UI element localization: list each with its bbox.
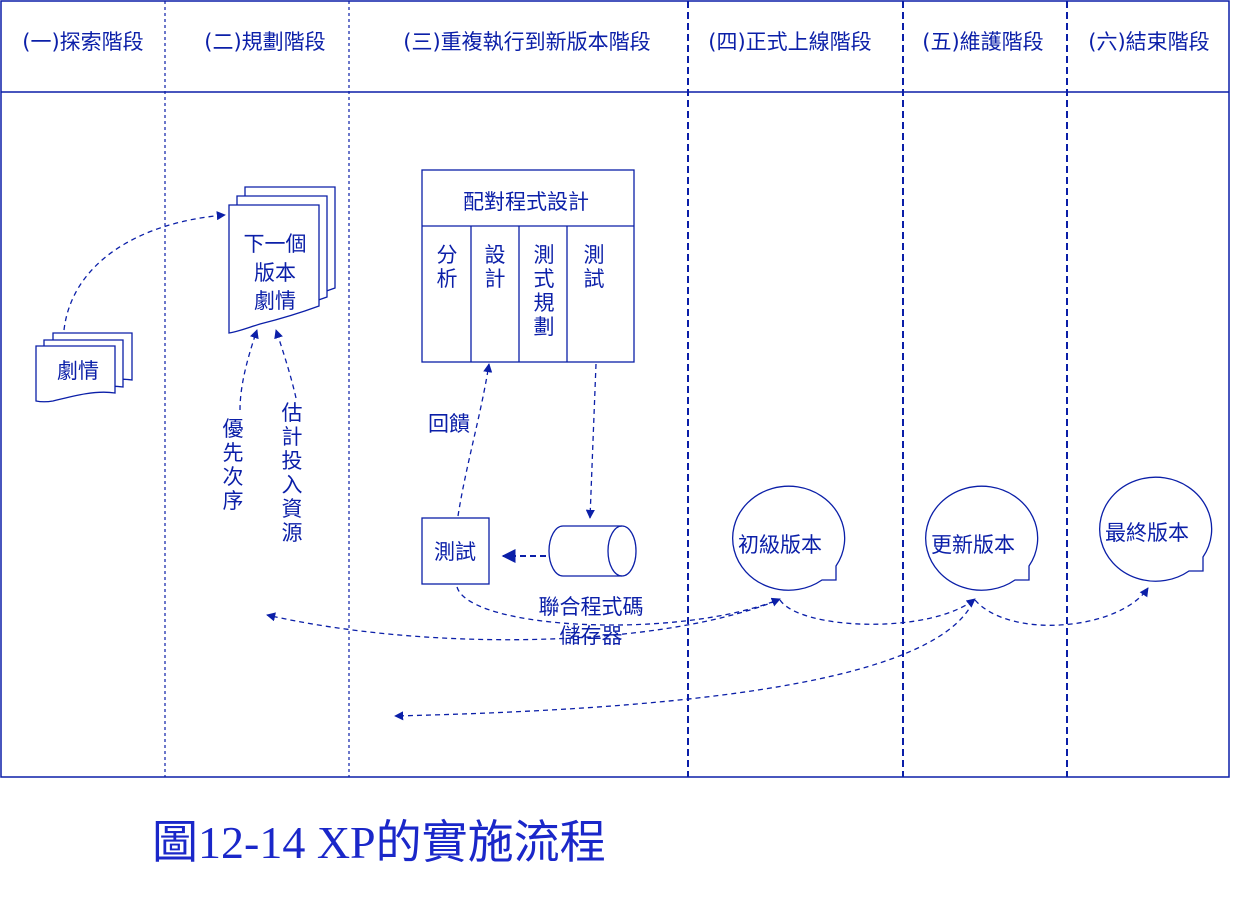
arrow-update-to-final-release [974,587,1149,626]
diagram-frame [0,0,1230,778]
design-char-2: 計 [485,267,506,291]
arrow-estimate-to-next-story [274,329,297,399]
priority-char-3: 次 [223,465,244,489]
story-label: 劇情 [57,359,99,383]
figure-caption: 圖12-14 XP的實施流程 [152,817,606,868]
arrow-initial-to-update-release [779,598,976,625]
test-planning-char-1: 測 [534,243,555,267]
phase-label-death: (六)結束階段 [1088,30,1209,54]
initial-release-label: 初級版本 [738,533,822,557]
arrow-testing-feedback-to-design [457,363,493,517]
analysis-char-1: 分 [437,243,458,267]
next-story-line-3: 劇情 [254,289,296,313]
final-release-callout: 最終版本 [1099,476,1213,582]
design-char-1: 設 [485,243,506,267]
testing-char-1: 測 [584,243,605,267]
phase-label-maintenance: (五)維護階段 [922,30,1043,54]
estimate-char-3: 投 [282,449,303,473]
arrow-testing-to-initial-release [456,586,781,626]
arrow-story-to-next-story [63,211,226,331]
testing-label: 測試 [434,540,476,564]
analysis-char-2: 析 [437,267,458,291]
next-story-line-1: 下一個 [244,232,307,256]
pair-programming-title: 配對程式設計 [463,190,589,214]
phase-label-iteration: (三)重複執行到新版本階段 [403,30,650,54]
testing-box: 測試 [421,517,490,585]
test-planning-char-3: 規 [534,291,555,315]
estimate-char-6: 源 [282,521,303,545]
estimate-char-1: 估 [282,401,303,425]
update-release-callout: 更新版本 [925,485,1039,591]
arrow-priority-to-next-story [239,329,259,411]
test-planning-char-2: 式 [534,267,555,291]
phase-label-productionizing: (四)正式上線階段 [708,30,871,54]
next-story-line-2: 版本 [254,261,296,285]
priority-char-4: 序 [223,489,244,513]
phase-label-exploration: (一)探索階段 [22,30,143,54]
test-planning-char-4: 劃 [534,315,555,339]
estimate-char-2: 計 [282,425,303,449]
estimate-char-5: 資 [282,497,303,521]
initial-release-callout: 初級版本 [732,485,846,591]
repository-label-line-2: 儲存器 [560,624,623,648]
priority-char-1: 優 [223,417,244,441]
arrow-initial-release-to-planning [266,600,777,641]
pair-programming-box: 配對程式設計 分 析 設 計 測 式 規 劃 測 試 [421,169,635,363]
story-document: 劇情 [35,332,133,403]
next-version-story-document: 下一個 版本 劇情 [228,186,336,334]
arrow-update-release-to-iteration [394,601,974,721]
estimate-char-4: 入 [282,473,303,497]
phase-label-planning: (二)規劃階段 [204,30,325,54]
update-release-label: 更新版本 [931,533,1015,557]
code-repository-cylinder [548,525,637,577]
final-release-label: 最終版本 [1105,521,1189,545]
repository-label-line-1: 聯合程式碼 [539,595,644,619]
feedback-label: 回饋 [428,412,470,436]
priority-char-2: 先 [223,441,244,465]
testing-char-2: 試 [584,267,605,291]
arrow-testing-column-to-repository [585,363,597,519]
